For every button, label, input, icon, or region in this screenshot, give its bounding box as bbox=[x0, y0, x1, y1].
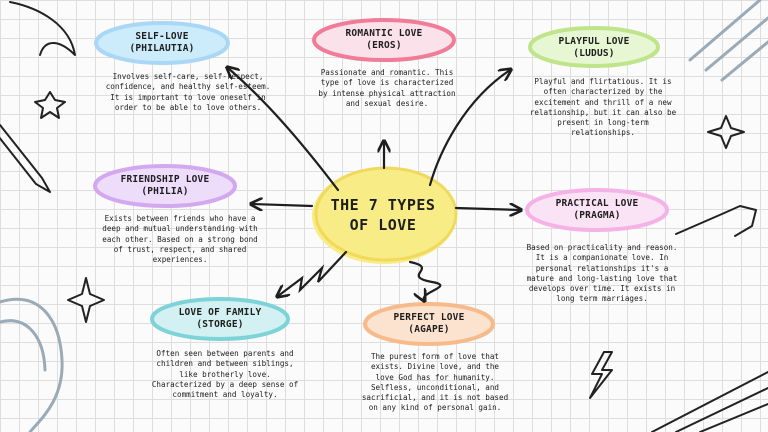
title-perfect-love-line2: (AGAPE) bbox=[408, 323, 450, 335]
lines-doodle-bottom-right bbox=[651, 371, 768, 432]
center-blob bbox=[312, 168, 456, 264]
title-playful-love: PLAYFUL LOVE (LUDUS) bbox=[530, 36, 658, 60]
lines-doodle-top-right bbox=[688, 0, 768, 82]
pill-perfect-love bbox=[363, 302, 495, 346]
title-romantic-love-line1: ROMANTIC LOVE bbox=[345, 28, 423, 39]
desc-perfect-love: The purest form of love that exists. Div… bbox=[361, 352, 509, 413]
pill-romantic-love bbox=[312, 18, 456, 62]
title-self-love-line2: (PHILAUTIA) bbox=[129, 42, 195, 54]
title-friendship-love-line2: (PHILIA) bbox=[141, 185, 189, 197]
desc-practical-love: Based on practicality and reason. It is … bbox=[526, 243, 678, 304]
center-blob-outline bbox=[314, 166, 458, 262]
arrow-to-family-love bbox=[278, 250, 348, 296]
center-title: THE 7 TYPES OF LOVE bbox=[318, 196, 448, 235]
desc-family-love: Often seen between parents and children … bbox=[151, 349, 299, 399]
title-friendship-love-line1: FRIENDSHIP LOVE bbox=[120, 174, 210, 185]
desc-playful-love: Playful and flirtatious. It is often cha… bbox=[529, 77, 677, 138]
pill-playful-love bbox=[528, 26, 660, 68]
sparkle-doodle bbox=[67, 277, 105, 323]
title-playful-love-line2: (LUDUS) bbox=[573, 47, 615, 59]
pill-self-love bbox=[94, 21, 230, 65]
arrow-to-friendship-love bbox=[252, 204, 314, 206]
pill-friendship-love bbox=[93, 164, 237, 208]
title-practical-love-line2: (PRAGMA) bbox=[573, 209, 621, 221]
title-family-love: LOVE OF FAMILY (STORGE) bbox=[152, 307, 288, 331]
hand-doodle bbox=[675, 205, 757, 237]
desc-romantic-love: Passionate and romantic. This type of lo… bbox=[318, 68, 456, 108]
title-romantic-love: ROMANTIC LOVE (EROS) bbox=[314, 28, 454, 52]
title-family-love-line1: LOVE OF FAMILY bbox=[178, 307, 262, 318]
title-perfect-love: PERFECT LOVE (AGAPE) bbox=[365, 312, 493, 336]
arrow-to-playful-love bbox=[428, 70, 510, 187]
title-romantic-love-line2: (EROS) bbox=[366, 39, 402, 51]
center-title-line1: THE 7 TYPES bbox=[330, 196, 436, 214]
title-practical-love: PRACTICAL LOVE (PRAGMA) bbox=[527, 198, 667, 222]
curl-doodle-left-inner bbox=[0, 319, 47, 372]
arrow-to-perfect-love bbox=[408, 260, 442, 300]
title-family-love-line2: (STORGE) bbox=[196, 318, 244, 330]
pill-family-love bbox=[150, 297, 290, 341]
arrow-to-self-love bbox=[228, 68, 340, 192]
center-title-line2: OF LOVE bbox=[349, 215, 417, 234]
sparkle-doodle-right bbox=[707, 115, 745, 149]
title-practical-love-line1: PRACTICAL LOVE bbox=[555, 198, 639, 209]
title-self-love: SELF-LOVE (PHILAUTIA) bbox=[96, 31, 228, 55]
arrow-to-practical-love bbox=[454, 208, 520, 210]
title-friendship-love: FRIENDSHIP LOVE (PHILIA) bbox=[95, 174, 235, 198]
desc-friendship-love: Exists between friends who have a deep a… bbox=[102, 214, 258, 264]
title-playful-love-line1: PLAYFUL LOVE bbox=[558, 36, 630, 47]
swirl-doodle bbox=[9, 1, 76, 56]
lightning-doodle bbox=[589, 351, 613, 399]
star-doodle bbox=[34, 91, 66, 119]
pencil-doodle bbox=[0, 124, 51, 193]
desc-self-love: Involves self-care, self-respect, confid… bbox=[105, 72, 271, 112]
title-perfect-love-line1: PERFECT LOVE bbox=[393, 312, 465, 323]
pill-practical-love bbox=[525, 188, 669, 232]
title-self-love-line1: SELF-LOVE bbox=[135, 31, 189, 42]
curl-doodle-left bbox=[0, 297, 64, 432]
